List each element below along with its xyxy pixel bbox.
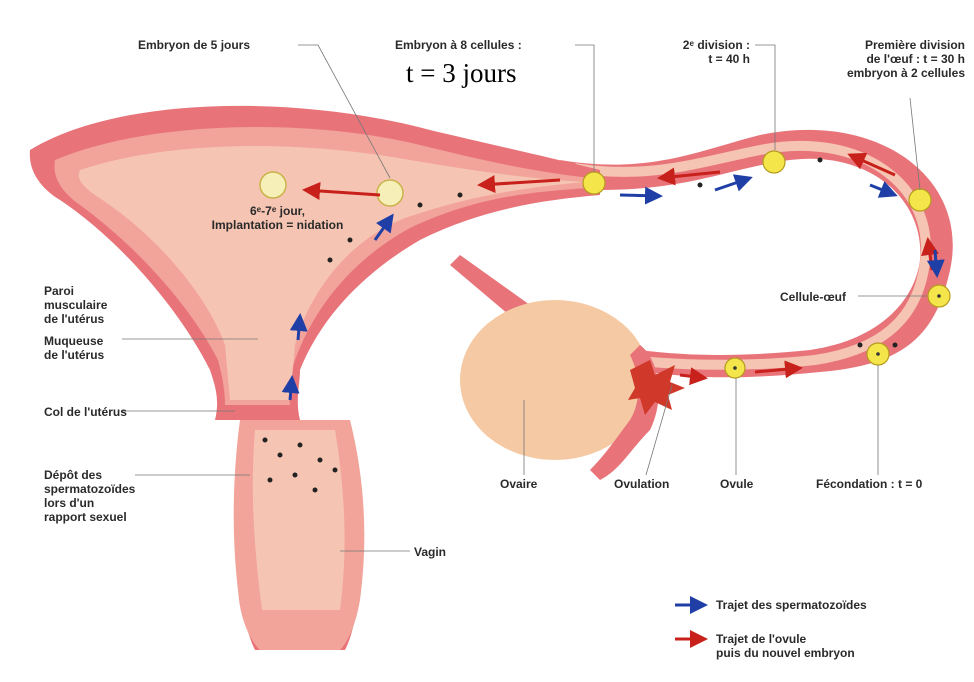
label-ovaire: Ovaire: [500, 477, 537, 491]
label-fecondation: Fécondation : t = 0: [816, 477, 922, 491]
embryo-8-cells: [583, 172, 605, 194]
embryo-2-cells: [909, 189, 931, 211]
embryo-implanted: [260, 172, 286, 198]
label-ovulation: Ovulation: [614, 477, 669, 491]
label-vagin: Vagin: [414, 545, 446, 559]
legend-sperm-text: Trajet des spermatozoïdes: [716, 598, 867, 612]
label-col: Col de l'utérus: [44, 405, 127, 419]
label-t-3-jours: t = 3 jours: [406, 58, 516, 89]
embryo-5-days: [377, 180, 403, 206]
label-2e-division: 2ᵉ division :t = 40 h: [640, 38, 750, 66]
embryo-4-cells: [763, 151, 785, 173]
label-ovule: Ovule: [720, 477, 753, 491]
label-cellule-oeuf: Cellule-œuf: [780, 290, 846, 304]
label-embryon-5-jours: Embryon de 5 jours: [138, 38, 250, 52]
label-embryon-8-cellules: Embryon à 8 cellules :: [395, 38, 522, 52]
label-implantation: 6ᵉ-7ᵉ jour,Implantation = nidation: [185, 204, 370, 232]
